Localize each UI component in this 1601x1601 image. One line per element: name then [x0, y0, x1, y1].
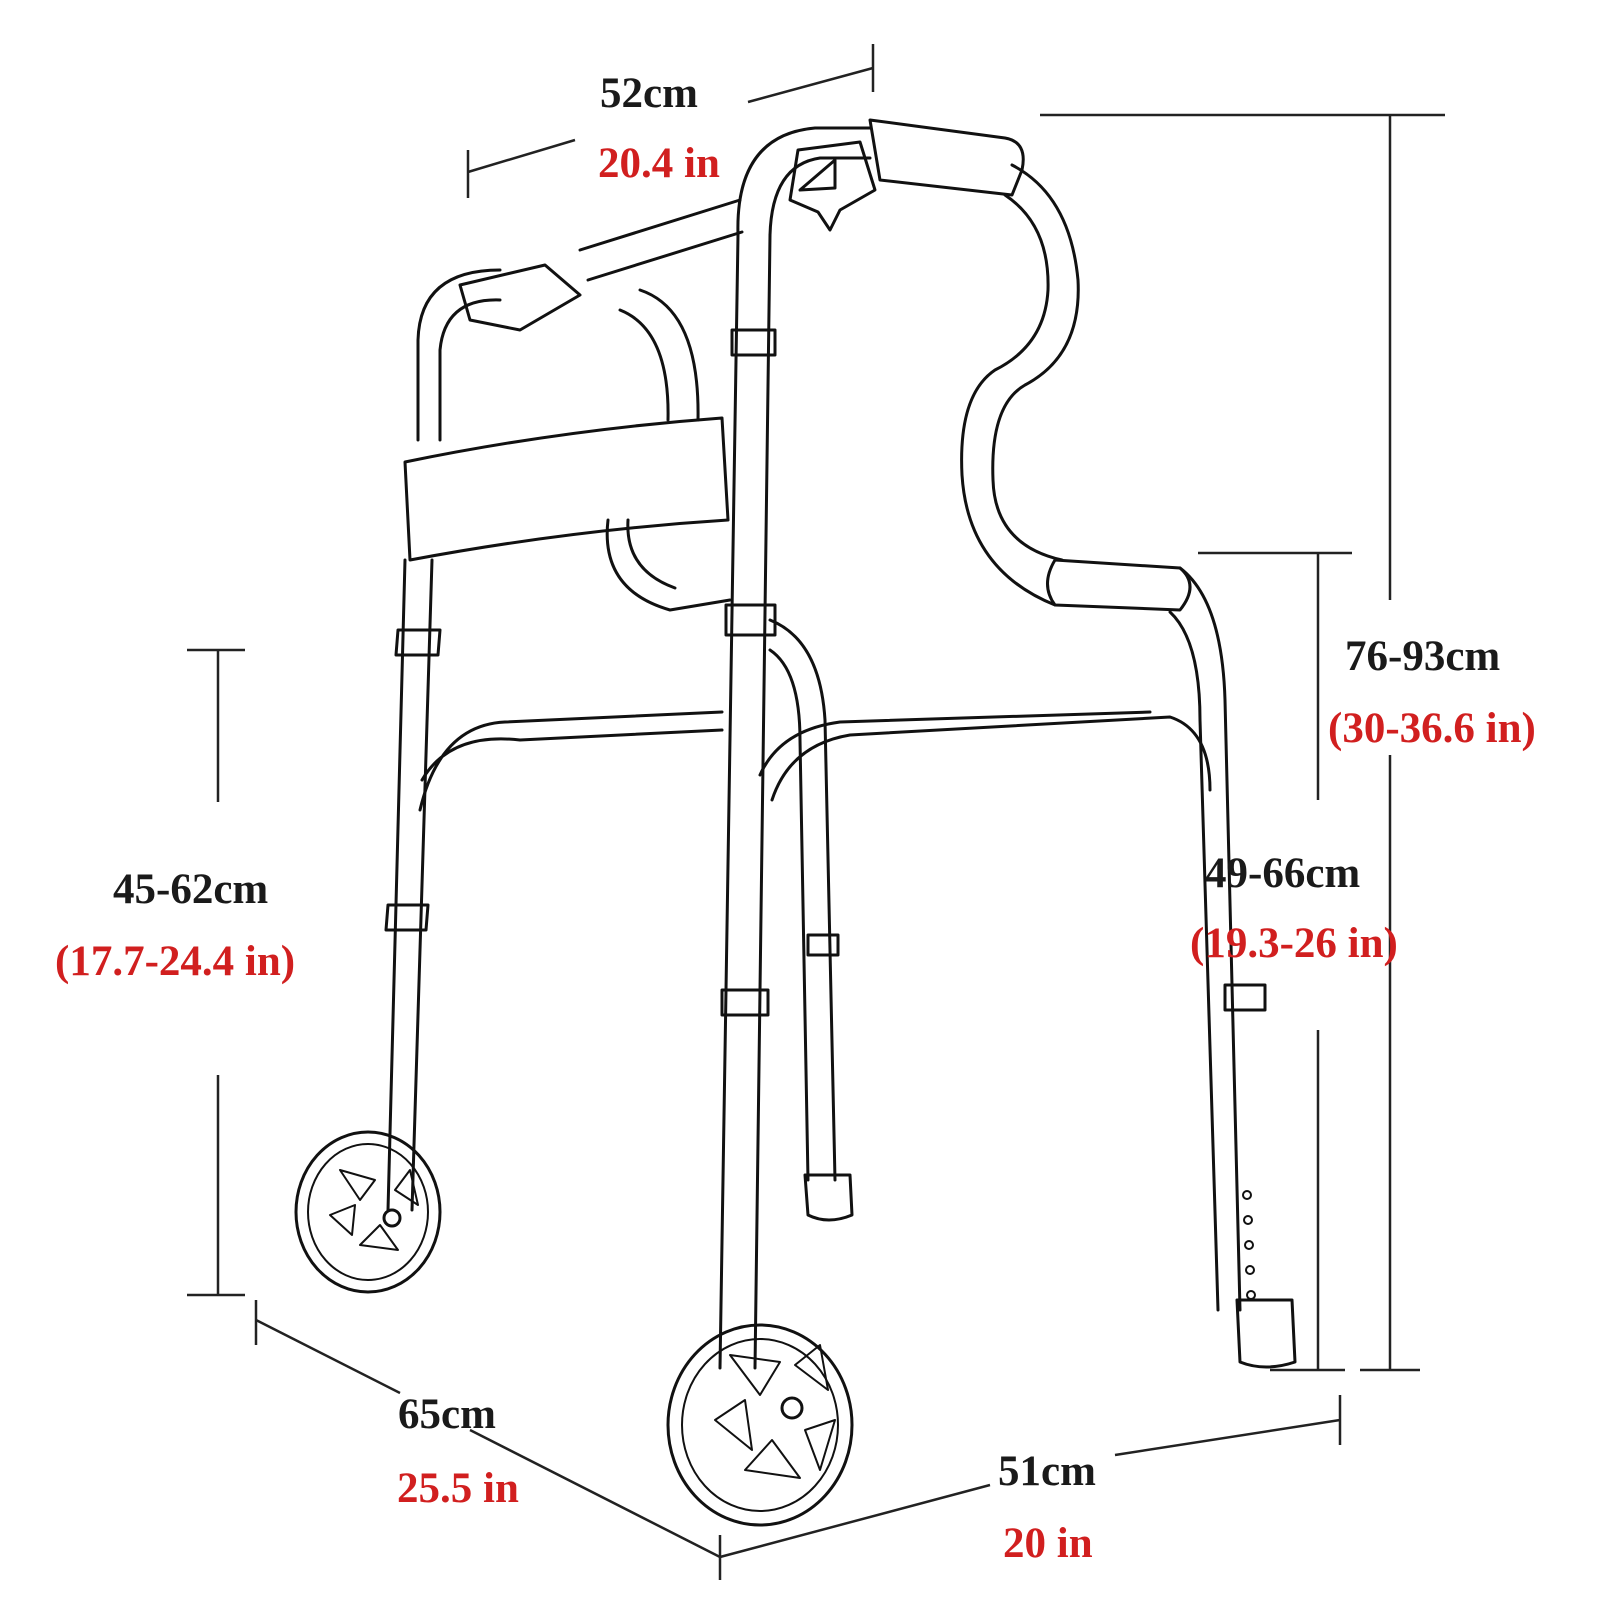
front-left-leg-top-bend	[736, 126, 872, 237]
center-rear-leg-tip	[803, 1173, 854, 1222]
front-width-in: 20 in	[1003, 1520, 1093, 1567]
lower-inner-loop	[605, 518, 732, 612]
left-inner-loop	[618, 288, 700, 422]
seat-height-cm: 45-62cm	[113, 866, 269, 913]
right-arm-outer	[991, 163, 1080, 562]
depth-line-upper	[255, 1318, 401, 1395]
center-rear-leg-joint	[806, 933, 840, 957]
rear-right-leg-joint	[1223, 983, 1267, 1012]
rear-right-leg	[1168, 566, 1242, 1312]
top-width-line-left	[467, 138, 576, 174]
leg-height-in: (19.3-26 in)	[1190, 920, 1398, 967]
top-bracket-detail	[798, 158, 837, 192]
top-width-in: 20.4 in	[598, 140, 720, 187]
front-leg-joint1	[730, 328, 777, 357]
total-height-in: (30-36.6 in)	[1328, 705, 1536, 752]
center-rear-leg	[768, 618, 837, 1182]
seat-height-in: (17.7-24.4 in)	[55, 938, 296, 985]
rear-left-wheel	[294, 1130, 442, 1294]
front-width-line-left	[719, 1483, 991, 1559]
right-arm-inner	[960, 193, 1057, 607]
top-width-line-right	[747, 66, 874, 104]
lower-cross-bar-right	[758, 710, 1212, 802]
top-bracket	[788, 140, 877, 232]
depth-line-lower	[469, 1428, 721, 1559]
top-cross-rail	[578, 198, 744, 282]
seat-board	[403, 416, 730, 562]
top-width-cm: 52cm	[600, 70, 698, 117]
lower-cross-bar	[418, 710, 724, 812]
front-leg-joint2	[724, 603, 777, 637]
side-grip	[1046, 558, 1192, 612]
front-left-wheel	[666, 1323, 854, 1527]
front-width-cm: 51cm	[998, 1448, 1096, 1495]
rear-right-leg-holes	[1242, 1190, 1256, 1300]
left-arm-upper	[416, 268, 502, 442]
depth-in: 25.5 in	[397, 1465, 519, 1512]
leg-height-cm: 49-66cm	[1205, 850, 1361, 897]
front-handle-grip	[868, 118, 1025, 197]
front-width-line-right	[1114, 1418, 1341, 1457]
rear-left-leg-joint1	[394, 628, 442, 657]
front-left-leg	[718, 233, 772, 1370]
rear-right-leg-tip	[1235, 1298, 1297, 1369]
rear-left-leg-joint2	[384, 903, 430, 932]
rear-left-leg	[386, 558, 434, 1212]
depth-cm: 65cm	[398, 1391, 496, 1438]
front-leg-joint3	[720, 988, 770, 1017]
left-handle-bracket	[458, 263, 582, 332]
total-height-cm: 76-93cm	[1345, 633, 1501, 680]
